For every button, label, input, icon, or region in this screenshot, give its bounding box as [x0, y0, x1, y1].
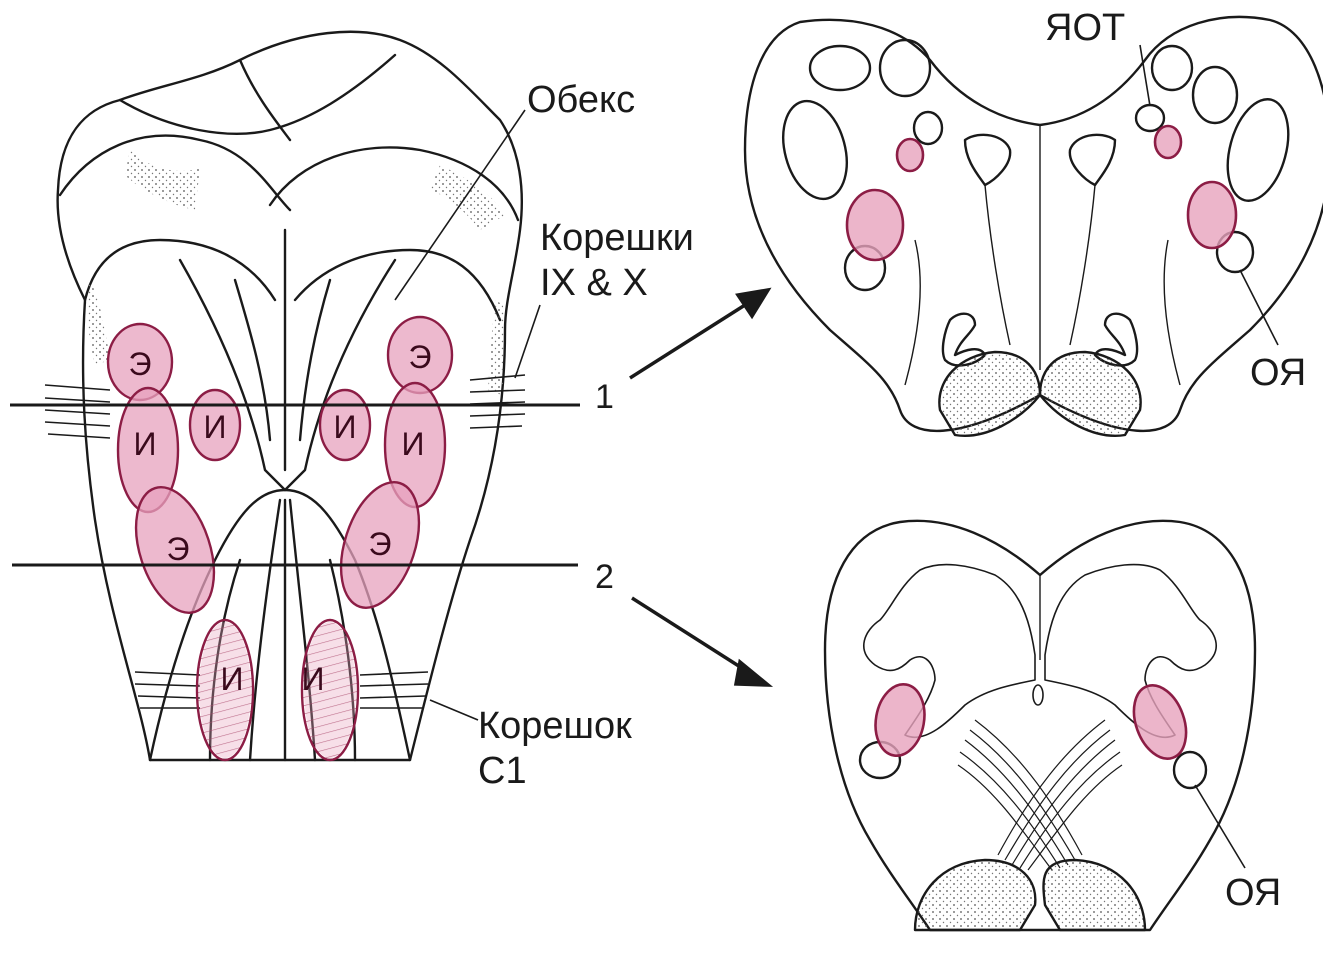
cross-section-1 — [745, 17, 1323, 436]
arrow-2-head — [736, 662, 768, 685]
letter-i-inner-right: И — [334, 409, 357, 445]
root-c1-label-line1: Корешок — [478, 705, 632, 747]
letter-e-upper-left: Э — [129, 346, 152, 382]
obex-leader — [395, 110, 525, 300]
gray-matter-right — [1045, 565, 1216, 738]
oya-bottom-circle — [1174, 752, 1206, 788]
arrow-1 — [630, 305, 745, 378]
pyramid-right-2 — [1043, 860, 1145, 930]
arrow-1-head — [738, 290, 768, 316]
oya-bottom-leader — [1195, 785, 1245, 868]
section-1-label: 1 — [595, 378, 614, 416]
nucleus-s1-small-right — [1155, 126, 1181, 158]
roots-ix-x-leader — [515, 305, 540, 378]
letter-i-upper-right: И — [402, 426, 425, 462]
letter-e-lower-right: Э — [369, 526, 392, 562]
section-2-label: 2 — [595, 558, 614, 596]
roots-ix-x-label-line1: Корешки — [540, 217, 694, 259]
nucleus-s1-large-left — [847, 190, 903, 260]
nucleus-s1-large-right — [1188, 182, 1236, 248]
letter-i-lower-left: И — [221, 661, 244, 697]
central-canal — [1033, 685, 1043, 705]
nucleus-s1-small-left — [897, 139, 923, 171]
roots-ix-x-label-line2: IX & X — [540, 262, 648, 304]
root-c1-leader — [430, 700, 478, 720]
oya-bottom-label: ОЯ — [1225, 872, 1281, 914]
arrows — [630, 290, 768, 685]
nucleus-s2-left — [870, 680, 930, 759]
letter-e-upper-right: Э — [409, 339, 432, 375]
pyramidal-decussation — [958, 720, 1122, 870]
oya-top-label: ОЯ — [1250, 352, 1306, 394]
obex-label: Обекс — [527, 79, 635, 121]
letter-i-lower-right: И — [302, 661, 325, 697]
nuclei-section-1 — [847, 126, 1236, 260]
yot-circle — [1136, 105, 1164, 131]
root-c1-label-line2: C1 — [478, 750, 527, 792]
nuclei-left-view — [108, 317, 452, 760]
arrow-2 — [632, 598, 745, 670]
letter-i-upper-left: И — [134, 426, 157, 462]
yot-label: ЯОТ — [1045, 7, 1125, 49]
roots-c1 — [135, 672, 428, 708]
letter-i-inner-left: И — [204, 409, 227, 445]
pyramid-left-2 — [915, 860, 1035, 930]
letter-e-lower-left: Э — [167, 531, 190, 567]
